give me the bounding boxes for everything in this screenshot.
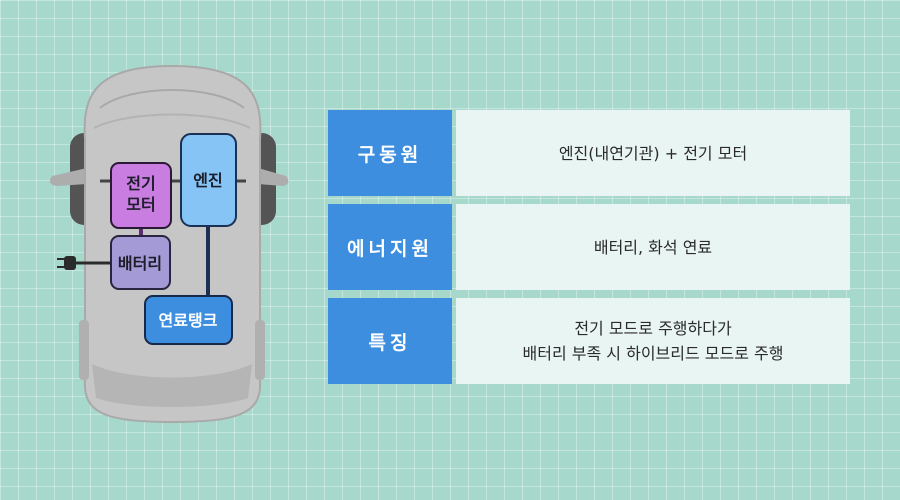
engine-box xyxy=(180,133,237,227)
plug-icon xyxy=(64,256,76,270)
row-header-energy-source: 에너지원 xyxy=(328,204,452,290)
rear-window xyxy=(92,364,252,407)
value-line: 전기 모드로 주행하다가 xyxy=(574,319,732,338)
value-line: 엔진(내연기관) + 전기 모터 xyxy=(558,143,748,163)
engine-label: 엔진 xyxy=(193,171,222,190)
electric-motor-box xyxy=(110,162,172,229)
left-mirror xyxy=(49,168,87,186)
battery-label: 배터리 xyxy=(118,254,162,273)
car-diagram: 전기 모터 엔진 배터리 연료탱크 xyxy=(49,64,289,424)
value-line: 배터리 부족 시 하이브리드 모드로 주행 xyxy=(522,344,784,363)
info-table: 구동원 엔진(내연기관) + 전기 모터 에너지원 배터리, 화석 연료 특징 … xyxy=(328,110,850,392)
fuel-tank-label: 연료탱크 xyxy=(159,311,218,330)
battery-box xyxy=(110,235,171,290)
row-value-energy-source: 배터리, 화석 연료 xyxy=(456,204,850,290)
rear-left-wheel xyxy=(79,320,89,380)
row-header-features: 특징 xyxy=(328,298,452,384)
windshield xyxy=(93,113,251,129)
rear-right-wheel xyxy=(255,320,265,380)
hood-line xyxy=(99,89,245,109)
table-row: 특징 전기 모드로 주행하다가 배터리 부족 시 하이브리드 모드로 주행 xyxy=(328,298,850,384)
table-row: 에너지원 배터리, 화석 연료 xyxy=(328,204,850,290)
electric-motor-label-line2: 모터 xyxy=(126,195,155,214)
table-row: 구동원 엔진(내연기관) + 전기 모터 xyxy=(328,110,850,196)
row-header-power-source: 구동원 xyxy=(328,110,452,196)
row-value-features: 전기 모드로 주행하다가 배터리 부족 시 하이브리드 모드로 주행 xyxy=(456,298,850,384)
row-value-power-source: 엔진(내연기관) + 전기 모터 xyxy=(456,110,850,196)
electric-motor-label-line1: 전기 xyxy=(126,174,155,193)
right-mirror xyxy=(258,168,289,186)
value-line: 배터리, 화석 연료 xyxy=(593,237,713,257)
fuel-tank-box xyxy=(144,295,233,345)
